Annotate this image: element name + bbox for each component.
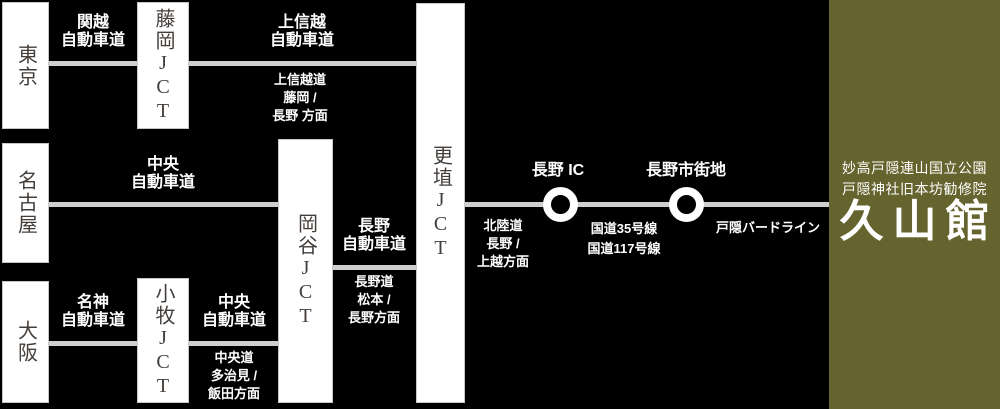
node-nagoya: 名古屋 (2, 143, 49, 263)
road-label-meishin-line1: 名神 (76, 294, 110, 311)
road-label-nagano-expwy-line1: 長野 (357, 218, 391, 235)
inn-name-logo: 久山館 (839, 197, 999, 246)
road-label-chuo-middle-line2: 自動車道 (130, 174, 196, 191)
direction-chuo-line3: 飯田方面 (207, 386, 261, 401)
direction-hokuriku-line3: 上越方面 (476, 254, 530, 269)
node-tokyo-label: 東京 (14, 43, 37, 88)
direction-joshinetsu-line1: 上信越道 (273, 72, 326, 87)
direction-hokuriku: 北陸道 長野 / 上越方面 (477, 217, 529, 271)
direction-hokuriku-line1: 北陸道 (483, 218, 523, 233)
direction-nagano-expwy-line3: 長野方面 (347, 310, 401, 325)
shrine-label: 戸隠神社旧本坊勧修院 (842, 183, 987, 198)
direction-nagano-expwy-line2: 松本 / (357, 292, 391, 307)
direction-nagano-expwy-line1: 長野道 (354, 274, 394, 289)
nagano-city-label: 長野市街地 (645, 162, 727, 179)
national-routes-label: 国道35号線 国道117号線 (588, 219, 661, 259)
road-label-joshinetsu: 上信越 自動車道 (270, 14, 334, 50)
route-line-chuo-bottom (188, 341, 279, 346)
direction-nagano-expwy: 長野道 松本 / 長野方面 (348, 273, 400, 327)
route-line-joshinetsu (188, 61, 417, 66)
road-label-chuo-bottom-line1: 中央 (217, 294, 251, 311)
node-okaya-jct: 岡谷JCT (278, 139, 333, 403)
road-label-joshinetsu-line2: 自動車道 (269, 32, 335, 49)
direction-chuo-line1: 中央道 (214, 350, 254, 365)
road-label-nagano-expwy-line2: 自動車道 (341, 236, 407, 253)
national-route-35-label: 国道35号線 (590, 221, 658, 236)
node-okaya-jct-label: 岡谷JCT (294, 213, 317, 329)
direction-chuo-line2: 多治見 / (210, 368, 258, 383)
nagano-ic-marker (543, 187, 578, 222)
direction-joshinetsu-line2: 藤岡 / (283, 90, 317, 105)
road-label-meishin-line2: 自動車道 (60, 312, 126, 329)
node-koshoku-jct: 更埴JCT (416, 3, 465, 403)
direction-chuo: 中央道 多治見 / 飯田方面 (208, 349, 260, 403)
node-osaka-label: 大阪 (14, 320, 37, 364)
route-line-chuo-middle (47, 202, 279, 207)
national-route-117-label: 国道117号線 (587, 241, 661, 256)
road-label-joshinetsu-line1: 上信越 (277, 14, 327, 31)
direction-joshinetsu-line3: 長野 方面 (272, 108, 328, 123)
destination-panel: 妙高戸隠連山国立公園 戸隠神社旧本坊勧修院 久山館 (829, 0, 1000, 409)
road-label-kanetsu-line2: 自動車道 (60, 32, 126, 49)
nagano-city-marker (669, 187, 704, 222)
node-fujioka-jct-label: 藤岡JCT (152, 7, 174, 124)
national-park-label: 妙高戸隠連山国立公園 (842, 162, 987, 177)
road-label-chuo-bottom-line2: 自動車道 (201, 312, 267, 329)
road-label-chuo-bottom: 中央 自動車道 (202, 294, 266, 330)
road-label-kanetsu: 関越 自動車道 (61, 14, 125, 50)
node-osaka: 大阪 (2, 281, 49, 403)
togakushi-birdline-label: 戸隠バードライン (716, 219, 820, 237)
road-label-chuo-middle-line1: 中央 (146, 156, 180, 173)
node-komaki-jct-label: 小牧JCT (152, 282, 174, 399)
togakushi-birdline-text: 戸隠バードライン (715, 220, 821, 235)
road-label-meishin: 名神 自動車道 (61, 294, 125, 330)
node-fujioka-jct: 藤岡JCT (137, 2, 189, 129)
route-line-nagano-expwy (332, 265, 417, 270)
road-label-nagano-expwy: 長野 自動車道 (342, 218, 406, 254)
route-line-meishin (47, 341, 139, 346)
node-komaki-jct: 小牧JCT (137, 278, 189, 403)
nagano-ic-label: 長野 IC (531, 162, 585, 179)
node-koshoku-jct-label: 更埴JCT (429, 145, 452, 261)
route-line-kanetsu (47, 61, 139, 66)
direction-joshinetsu: 上信越道 藤岡 / 長野 方面 (272, 71, 328, 125)
road-label-kanetsu-line1: 関越 (76, 14, 110, 31)
node-tokyo: 東京 (2, 2, 49, 129)
direction-hokuriku-line2: 長野 / (486, 236, 520, 251)
road-label-chuo-middle: 中央 自動車道 (131, 156, 195, 192)
node-nagoya-label: 名古屋 (14, 170, 37, 236)
route-line-to-destination (464, 202, 829, 207)
